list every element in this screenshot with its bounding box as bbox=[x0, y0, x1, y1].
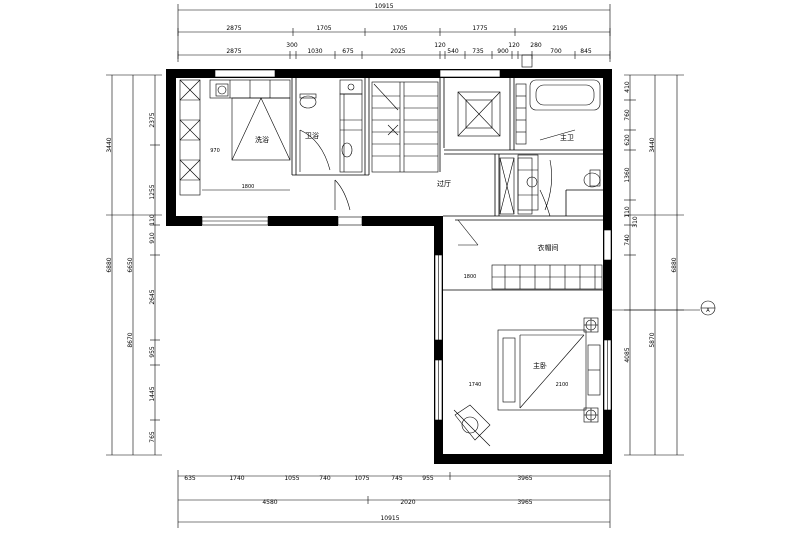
right-inner-0: 410 bbox=[624, 81, 631, 93]
closet-label: 衣帽间 bbox=[538, 243, 559, 252]
corridor-cabinets bbox=[334, 157, 551, 246]
top-r2-5: 120 bbox=[434, 42, 446, 49]
right-inner-5: 310 bbox=[632, 216, 639, 228]
room-b-label: 卫浴 bbox=[305, 131, 319, 140]
interior-dim-1: 970 bbox=[210, 148, 220, 154]
master-label: 主卧 bbox=[533, 361, 547, 370]
right-inner-4: 110 bbox=[624, 206, 631, 218]
interior-walls bbox=[291, 78, 603, 291]
left-inner-7: 765 bbox=[149, 431, 156, 443]
right-inner-3: 1360 bbox=[624, 167, 631, 182]
top-total-label: 10915 bbox=[374, 3, 393, 10]
bot-r1-0: 635 bbox=[184, 475, 196, 482]
bot-r1-6: 955 bbox=[422, 475, 434, 482]
closet bbox=[491, 264, 603, 290]
top-r2-9: 120 bbox=[508, 42, 520, 49]
windows bbox=[201, 69, 612, 421]
room-a-label: 洗浴 bbox=[255, 135, 269, 144]
elevator bbox=[457, 91, 501, 137]
bot-r1-1: 1740 bbox=[229, 475, 244, 482]
top-r2-6: 540 bbox=[447, 48, 459, 55]
room-a bbox=[179, 79, 291, 196]
top-r2-1: 300 bbox=[286, 42, 298, 49]
left-tall-0: 6650 bbox=[127, 257, 134, 272]
top-r2-11: 700 bbox=[550, 48, 562, 55]
right-outer-0: 3440 bbox=[649, 137, 656, 152]
stairs bbox=[371, 81, 439, 173]
bot-r1-3: 740 bbox=[319, 475, 331, 482]
bot-r2-0: 4580 bbox=[262, 499, 277, 506]
top-r2-8: 900 bbox=[497, 48, 509, 55]
left-dimensions bbox=[106, 74, 162, 456]
top-r2-2: 1030 bbox=[307, 48, 322, 55]
top-r1-0: 2875 bbox=[226, 25, 241, 32]
room-c-label: 主卫 bbox=[560, 133, 574, 142]
top-r1-3: 1775 bbox=[472, 25, 487, 32]
labels: 10915 10915 2875 1705 1705 1775 2195 287… bbox=[106, 3, 710, 522]
top-r1-4: 2195 bbox=[552, 25, 567, 32]
left-inner-3: 910 bbox=[149, 232, 156, 244]
top-r2-12: 845 bbox=[580, 48, 592, 55]
bottom-total-label: 10915 bbox=[380, 515, 399, 522]
interior-dim-4: 1740 bbox=[469, 382, 482, 388]
top-r2-10: 280 bbox=[530, 42, 542, 49]
exterior-walls bbox=[166, 69, 612, 464]
section-marker-label: A bbox=[706, 308, 710, 314]
interior-dim-2: 1800 bbox=[242, 184, 255, 190]
top-r1-2: 1705 bbox=[392, 25, 407, 32]
left-inner-5: 955 bbox=[149, 346, 156, 358]
interior-dim-3: 1800 bbox=[464, 274, 477, 280]
right-outer-2: 5870 bbox=[649, 332, 656, 347]
top-r2-4: 2025 bbox=[390, 48, 405, 55]
bot-r1-7: 3965 bbox=[517, 475, 532, 482]
left-inner-4: 2645 bbox=[149, 289, 156, 304]
right-inner-2: 620 bbox=[624, 134, 631, 146]
right-outer-1: 6880 bbox=[671, 257, 678, 272]
bot-r2-2: 3965 bbox=[517, 499, 532, 506]
left-inner-1: 1255 bbox=[149, 184, 156, 199]
bot-r1-2: 1055 bbox=[284, 475, 299, 482]
top-r1-1: 1705 bbox=[316, 25, 331, 32]
bot-r1-4: 1075 bbox=[354, 475, 369, 482]
corridor-label: 过厅 bbox=[437, 179, 451, 188]
bottom-dimensions bbox=[177, 470, 611, 528]
room-c bbox=[515, 54, 601, 211]
top-r2-0: 2875 bbox=[226, 48, 241, 55]
left-tall-1: 8670 bbox=[127, 332, 134, 347]
left-outer-0: 3440 bbox=[106, 137, 113, 152]
top-r2-7: 735 bbox=[472, 48, 484, 55]
interior-dim-5: 2100 bbox=[556, 382, 569, 388]
top-r2-3: 675 bbox=[342, 48, 354, 55]
right-inner-7: 4085 bbox=[624, 347, 631, 362]
bot-r2-1: 2020 bbox=[400, 499, 415, 506]
right-inner-1: 760 bbox=[624, 109, 631, 121]
right-inner-6: 740 bbox=[624, 234, 631, 246]
room-b bbox=[299, 79, 363, 173]
left-inner-6: 1445 bbox=[149, 386, 156, 401]
left-inner-2: 110 bbox=[149, 214, 156, 226]
left-outer-1: 6880 bbox=[106, 257, 113, 272]
left-inner-0: 2375 bbox=[149, 112, 156, 127]
master-bedroom bbox=[453, 317, 601, 447]
bot-r1-5: 745 bbox=[391, 475, 403, 482]
section-marker bbox=[612, 300, 716, 316]
